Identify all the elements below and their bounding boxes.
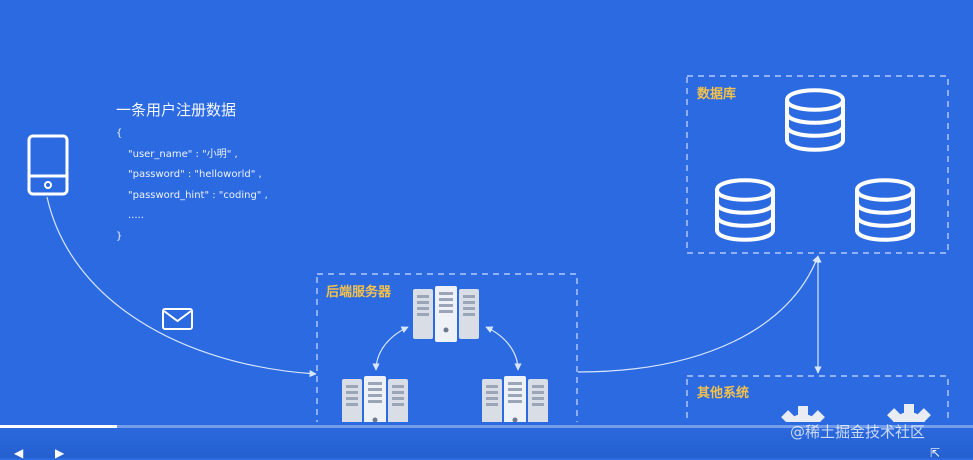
server-icon [413,286,479,342]
watermark: @稀土掘金技术社区 [790,423,926,441]
mail-icon [162,308,193,330]
database-icon [715,178,775,242]
json-line: { [116,128,123,139]
video-progress-fill [0,425,117,428]
json-line: } [116,230,123,242]
json-line: "user_name" : "小明" , [128,148,238,160]
phone-to-backend-line [46,196,317,378]
backend-to-database-line [577,255,820,373]
database-box [686,75,949,254]
registration-title: 一条用户注册数据 [116,101,237,119]
play-icon[interactable]: ◀ [14,446,24,460]
backend-box [316,273,578,458]
json-line: "password_hint" : "coding" , [128,189,268,201]
server-link-right [485,326,522,371]
fullscreen-icon[interactable]: ⇱ [930,446,941,460]
database-icon [785,88,845,152]
phone-icon [27,134,69,196]
registration-json: { "user_name" : "小明" , "password" : "hel… [116,124,268,247]
video-progress-bar[interactable] [0,425,973,428]
database-icon [855,178,915,242]
json-line: ..... [128,210,144,221]
video-control-bar [0,422,973,458]
json-line: "password" : "helloworld" , [128,169,262,180]
other-systems-box-title: 其他系统 [697,386,750,401]
play-icon[interactable]: ▶ [55,446,65,460]
database-box-title: 数据库 [697,87,737,102]
server-link-left [372,326,409,371]
backend-box-title: 后端服务器 [326,285,392,300]
